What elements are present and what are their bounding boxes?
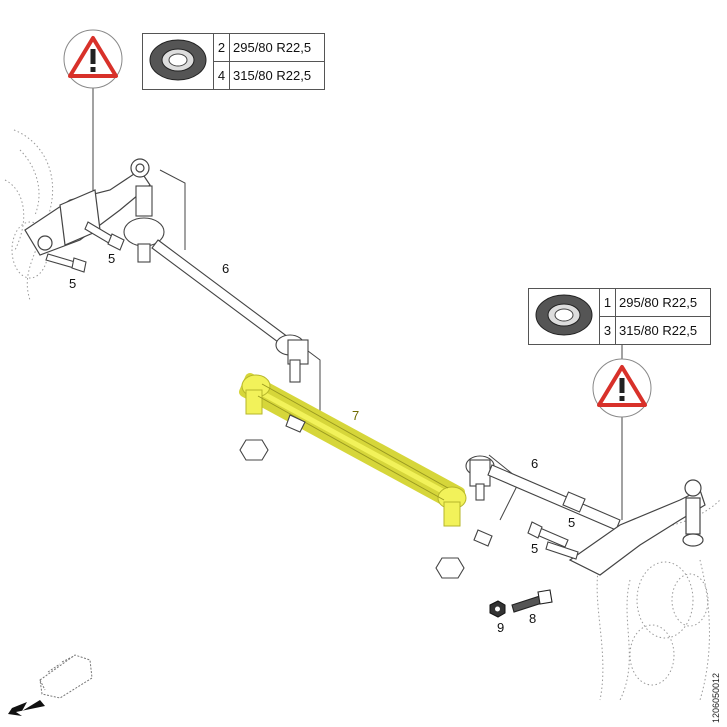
tire-table-left: 2 295/80 R22,5 4 315/80 R22,5 [142, 33, 325, 90]
tire-position: 1 [599, 288, 616, 317]
callout-tie-rod-left[interactable]: 6 [222, 261, 230, 276]
callout-nut-9[interactable]: 9 [497, 620, 505, 635]
track-rod-nuts [239, 414, 493, 579]
van-direction-icon [39, 654, 93, 699]
callout-tie-rod-right[interactable]: 6 [531, 456, 539, 471]
callout-bolt-left-lower[interactable]: 5 [69, 276, 77, 291]
warning-triangle-icon [63, 29, 123, 89]
bolt-8-drawing [511, 589, 553, 613]
ghost-knuckle-right [596, 499, 721, 701]
callout-track-rod[interactable]: 7 [352, 408, 360, 423]
callout-bolt-right-upper[interactable]: 5 [568, 515, 576, 530]
tie-rod-right-drawing [465, 455, 621, 531]
tire-icon [142, 33, 214, 90]
tire-size: 295/80 R22,5 [615, 288, 711, 317]
tire-size: 295/80 R22,5 [229, 33, 325, 62]
nut-9-drawing [489, 600, 506, 618]
table-row: 4 315/80 R22,5 [143, 61, 325, 90]
tire-position: 4 [213, 61, 230, 90]
bolt-right-upper-drawing [527, 521, 569, 548]
tire-size: 315/80 R22,5 [229, 61, 325, 90]
bolt-left-lower-drawing [45, 253, 87, 273]
tire-icon [528, 288, 600, 345]
tire-size: 315/80 R22,5 [615, 316, 711, 345]
direction-arrow [8, 700, 45, 716]
tire-position: 2 [213, 33, 230, 62]
warning-triangle-icon [592, 358, 652, 418]
drawing-code: 1206050012 [711, 672, 721, 723]
tie-rod-left-drawing [151, 239, 309, 383]
track-rod-highlight [239, 373, 467, 527]
tire-position: 3 [599, 316, 616, 345]
callout-bolt-right-lower[interactable]: 5 [531, 541, 539, 556]
ghost-knuckle-left [4, 129, 54, 301]
table-row: 3 315/80 R22,5 [529, 316, 711, 345]
tire-table-right: 1 295/80 R22,5 3 315/80 R22,5 [528, 288, 711, 345]
bolt-right-lower-drawing [545, 541, 579, 560]
ball-joint-left [123, 185, 165, 263]
bolt-left-upper-drawing [84, 221, 125, 251]
leader-lines [92, 88, 623, 521]
steering-arm-right [568, 479, 706, 576]
callout-bolt-left-upper[interactable]: 5 [108, 251, 116, 266]
table-row: 1 295/80 R22,5 [528, 288, 711, 345]
table-row: 2 295/80 R22,5 [142, 33, 325, 90]
callout-bolt-8[interactable]: 8 [529, 611, 537, 626]
